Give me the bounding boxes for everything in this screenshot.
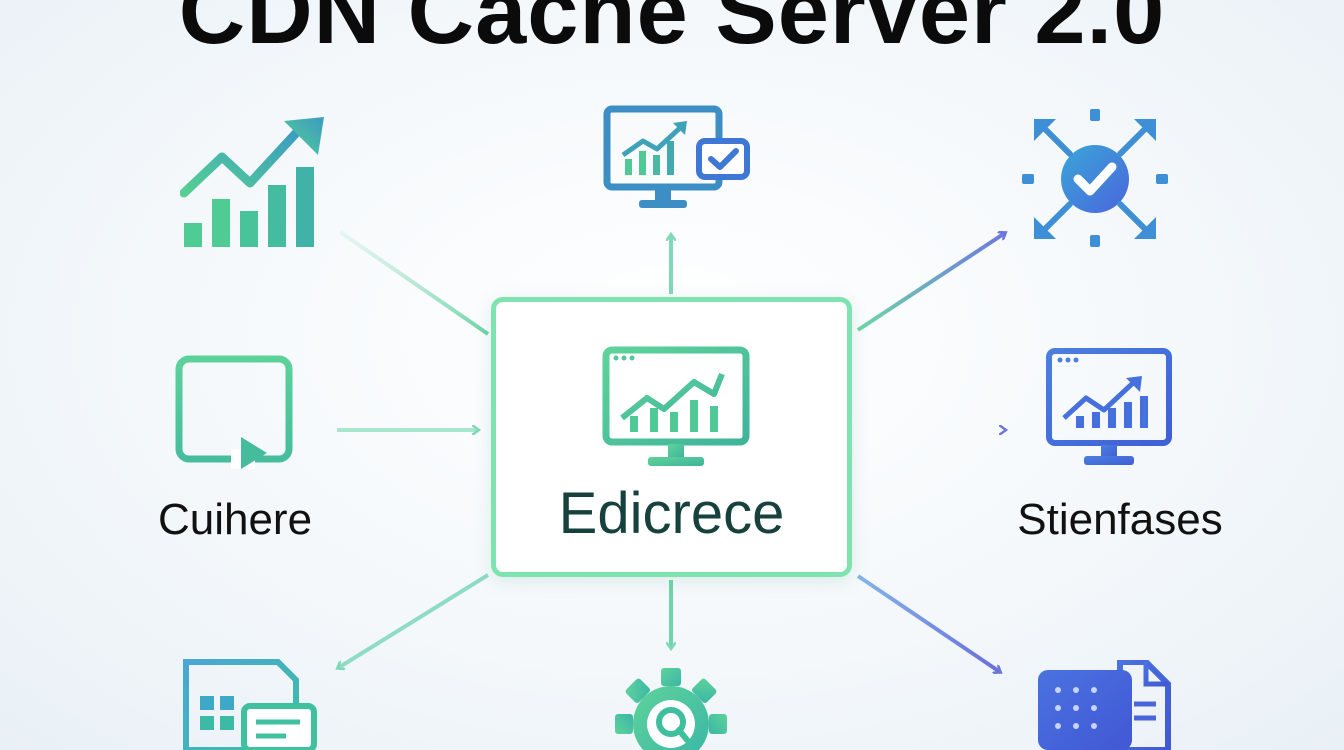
monitor-chart-icon <box>602 346 750 466</box>
arrow-bottom-left <box>338 573 490 668</box>
arrow-top-right <box>856 233 1005 332</box>
browser-chart-icon <box>1046 348 1172 465</box>
document-grid-icon <box>1038 660 1171 750</box>
arrow-top-left <box>338 230 490 336</box>
left-node-label: Cuihere <box>157 495 313 544</box>
calendar-grid-icon <box>183 659 317 750</box>
center-label: Edicrece <box>558 481 785 546</box>
right-node-label: Stienfases <box>1017 495 1223 544</box>
center-node: Edicrece <box>491 297 852 577</box>
bar-chart-trend-icon <box>180 117 324 247</box>
gear-search-icon <box>615 668 727 750</box>
arrow-bottom-right <box>856 574 1000 672</box>
monitor-check-icon <box>603 105 750 208</box>
calendar-arrow-icon <box>175 345 293 469</box>
diagram-title: CDN Cache Server 2.0 <box>178 0 1166 63</box>
gear-check-arrows-icon <box>1022 109 1168 247</box>
